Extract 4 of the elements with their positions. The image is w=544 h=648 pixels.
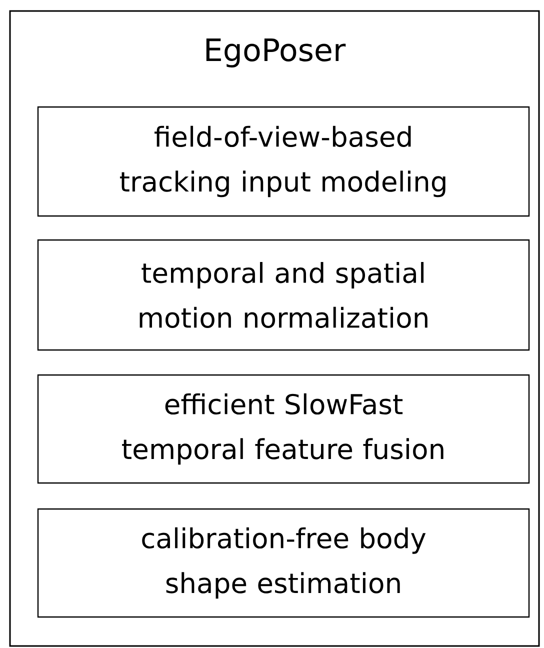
process-box: calibration-free body shape estimation [37,508,530,618]
process-box: field-of-view-based tracking input modeling [37,106,530,217]
process-box: temporal and spatial motion normalization [37,239,530,351]
process-box: efficient SlowFast temporal feature fusion [37,374,530,484]
